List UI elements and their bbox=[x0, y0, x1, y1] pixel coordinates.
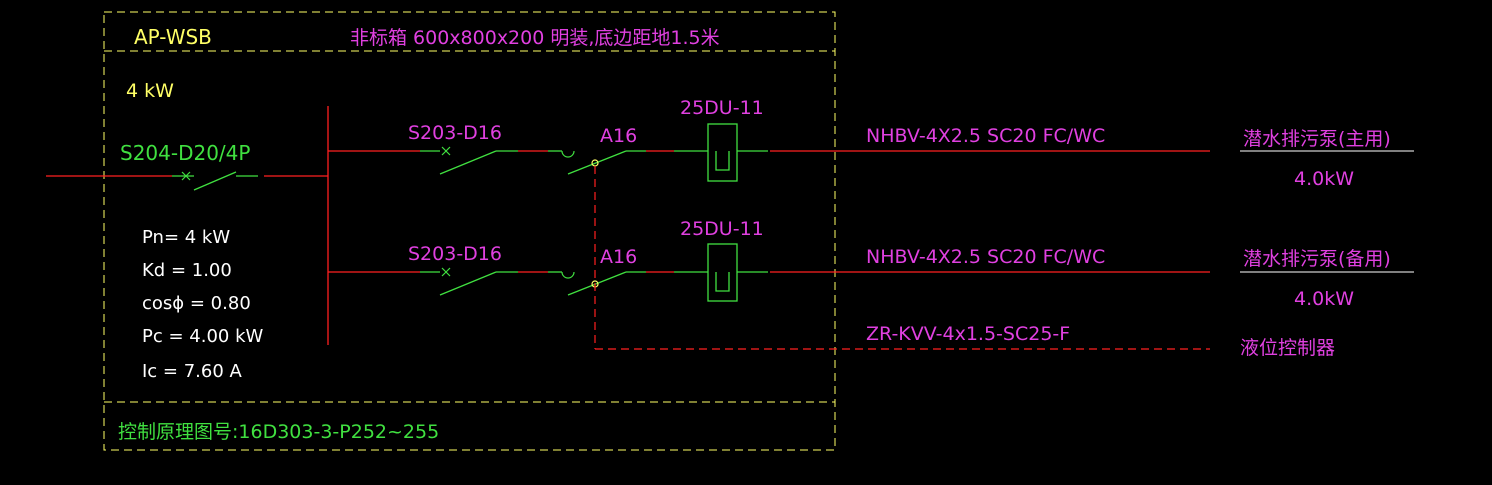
incoming-breaker-cross bbox=[181, 171, 191, 181]
circuit-2-load-power: 4.0kW bbox=[1294, 288, 1354, 310]
control-cable: ZR-KVV-4x1.5-SC25-F bbox=[866, 323, 1070, 345]
circuit-1-switch: A16 bbox=[600, 125, 637, 147]
control-load: 液位控制器 bbox=[1240, 337, 1335, 359]
circuit-2-breaker: S203-D16 bbox=[408, 243, 502, 265]
circuit-1-contactor: 25DU-11 bbox=[680, 97, 764, 119]
circuit-1-load: 潜水排污泵(主用) bbox=[1243, 128, 1391, 150]
incoming-breaker-contact bbox=[193, 171, 237, 191]
circuit-2-cable: NHBV-4X2.5 SC20 FC/WC bbox=[866, 246, 1105, 268]
circuit-1-cable: NHBV-4X2.5 SC20 FC/WC bbox=[866, 125, 1105, 147]
circuit-1 bbox=[328, 123, 1414, 182]
circuit-2-load: 潜水排污泵(备用) bbox=[1243, 248, 1391, 270]
panel-name: AP-WSB bbox=[134, 25, 212, 49]
calc-pc: Pc = 4.00 kW bbox=[142, 326, 264, 347]
control-line bbox=[594, 166, 1210, 350]
panel-spec: 非标箱 600x800x200 明装,底边距地1.5米 bbox=[350, 27, 720, 49]
circuit-1-load-power: 4.0kW bbox=[1294, 168, 1354, 190]
control-reference: 控制原理图号:16D303-3-P252~255 bbox=[118, 421, 439, 443]
circuit-1-breaker: S203-D16 bbox=[408, 122, 502, 144]
contactor-1-box bbox=[707, 123, 738, 182]
panel-power: 4 kW bbox=[126, 80, 174, 102]
circuit-2-contactor: 25DU-11 bbox=[680, 218, 764, 240]
circuit-2-switch: A16 bbox=[600, 246, 637, 268]
panel-frame bbox=[103, 11, 836, 451]
calc-ic: Ic = 7.60 A bbox=[142, 361, 243, 382]
incoming-breaker-label: S204-D20/4P bbox=[120, 141, 250, 165]
calc-pn: Pn= 4 kW bbox=[142, 227, 230, 248]
calc-cos: cosϕ = 0.80 bbox=[142, 293, 251, 314]
calc-kd: Kd = 1.00 bbox=[142, 260, 232, 281]
